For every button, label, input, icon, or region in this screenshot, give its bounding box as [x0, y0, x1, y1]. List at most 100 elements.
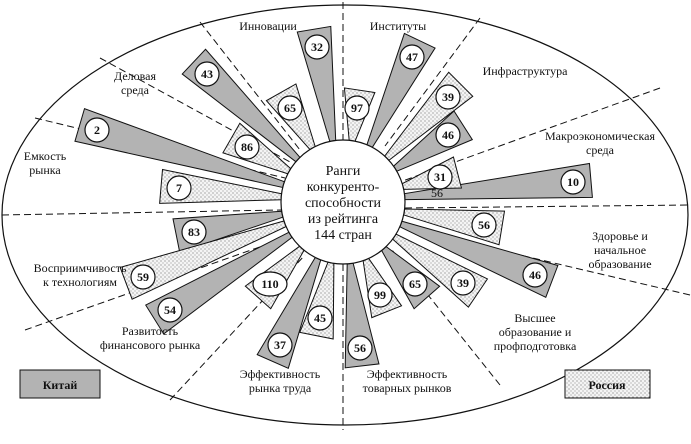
center-line: конкуренто- [307, 180, 380, 195]
wedge-russia-tech-readiness: 59 [119, 220, 287, 300]
sector-divider [199, 21, 301, 151]
sector-label-business: Деловая [114, 69, 156, 83]
wedge-china-infrastructure: 46 [393, 110, 474, 172]
rank-badge [367, 282, 393, 308]
sector-label-health: образование [588, 257, 651, 271]
rank-badge [130, 264, 156, 290]
wedge-russia-labor-market: 45 [299, 261, 335, 340]
rank-badge [344, 95, 370, 121]
rank-value: 59 [137, 270, 149, 284]
legend-russia: Россия [564, 369, 651, 399]
rank-value: 54 [164, 303, 176, 317]
rank-value: 83 [188, 225, 200, 239]
rank-value: 43 [201, 67, 213, 81]
rank-value: 2 [94, 123, 100, 137]
sector-label-tech-readiness: Восприимчивость [34, 261, 127, 275]
center-circle [280, 139, 406, 265]
sector-label-higher-ed: профподготовка [494, 339, 577, 353]
rank-value: 56 [478, 218, 490, 232]
sector-label-financial-market: финансового рынка [100, 338, 201, 352]
wedge-china-financial-market: 54 [145, 231, 293, 335]
sector-label-labor-market: рынка труда [249, 381, 312, 395]
rank-value: 110 [261, 277, 278, 291]
rank-value: 37 [274, 338, 286, 352]
rank-value: 10 [567, 175, 579, 189]
rank-badge [402, 271, 428, 297]
rank-value: 97 [351, 101, 363, 115]
rank-badge [450, 270, 476, 296]
rank-badge [181, 219, 207, 245]
sector-divider [1, 209, 282, 216]
rank-badge [471, 212, 497, 238]
sector-label-higher-ed: образование и [499, 325, 572, 339]
rank-badge [347, 335, 373, 361]
sector-label-health: Здоровье и [592, 229, 648, 243]
sector-label-market-size: Емкость [24, 149, 67, 163]
rank-value: 7 [176, 181, 182, 195]
wedge-russia-financial-market: 110 [244, 245, 305, 310]
wedge-russia-macro-extra: 56 [431, 186, 443, 200]
sector-label-infrastructure: Инфраструктура [483, 64, 569, 78]
rank-value: 86 [241, 140, 253, 154]
wedge-russia-goods-market: 99 [362, 257, 403, 319]
center-line: из рейтинга [308, 212, 379, 227]
rank-value: 39 [457, 276, 469, 290]
rank-value: 56 [354, 341, 366, 355]
rank-value: 46 [529, 268, 541, 282]
wedge-russia-innovations: 65 [265, 83, 316, 151]
rank-value: 32 [311, 40, 323, 54]
rank-badge [560, 169, 586, 195]
sector-divider [404, 204, 691, 209]
sector-label-health: начальное [594, 243, 646, 257]
center-line: способности [305, 196, 382, 211]
rank-badge [435, 122, 461, 148]
rank-badge [277, 95, 303, 121]
rank-value: 45 [314, 311, 326, 325]
rank-value: 47 [406, 50, 418, 64]
sector-label-labor-market: Эффективность [240, 367, 321, 381]
rank-value: 56 [431, 186, 443, 200]
rank-badge [267, 332, 293, 358]
sector-label-goods-market: товарных рынков [363, 381, 452, 395]
rank-value: 99 [374, 288, 386, 302]
rank-badge [435, 84, 461, 110]
sector-label-macro: Макроэкономическая [545, 129, 656, 143]
sector-label-business: среда [121, 83, 150, 97]
sector-label-market-size: рынка [29, 163, 61, 177]
sector-label-higher-ed: Высшее [514, 311, 555, 325]
rank-value: 31 [434, 170, 446, 184]
legend-china: Китай [19, 369, 101, 399]
sector-labels: Инновации ИнститутыИнфраструктураМакроэко… [24, 19, 656, 395]
sector-label-goods-market: Эффективность [367, 367, 448, 381]
center-line: Ранги [326, 164, 361, 179]
rank-value: 39 [442, 90, 454, 104]
rank-badge [166, 175, 192, 201]
sector-divider [399, 87, 661, 183]
rank-badge [522, 262, 548, 288]
rank-badge [84, 117, 110, 143]
rank-badge [427, 164, 453, 190]
wedge-russia-institutions: 97 [343, 87, 376, 142]
sector-label-innovations: Инновации [239, 19, 297, 33]
legend-russia-label: Россия [588, 378, 626, 392]
sector-divider [384, 17, 481, 147]
sector-label-macro: среда [586, 143, 615, 157]
rank-badge [234, 134, 260, 160]
rank-badge [252, 271, 288, 297]
wedge-china-innovations: 32 [296, 25, 337, 142]
sector-label-institutions: Институты [370, 19, 426, 33]
rank-badge [194, 61, 220, 87]
rank-value: 65 [409, 277, 421, 291]
wedge-russia-higher-ed: 39 [392, 233, 489, 308]
center-line: 144 стран [314, 228, 372, 243]
legend-china-label: Китай [43, 378, 78, 392]
wedge-russia-market-size: 7 [159, 168, 283, 204]
rank-badge [399, 44, 425, 70]
rank-value: 65 [284, 101, 296, 115]
rank-badge [307, 305, 333, 331]
sector-label-financial-market: Развитость [122, 324, 179, 338]
wedge-china-goods-market: 56 [344, 262, 380, 369]
rank-value: 46 [442, 128, 454, 142]
